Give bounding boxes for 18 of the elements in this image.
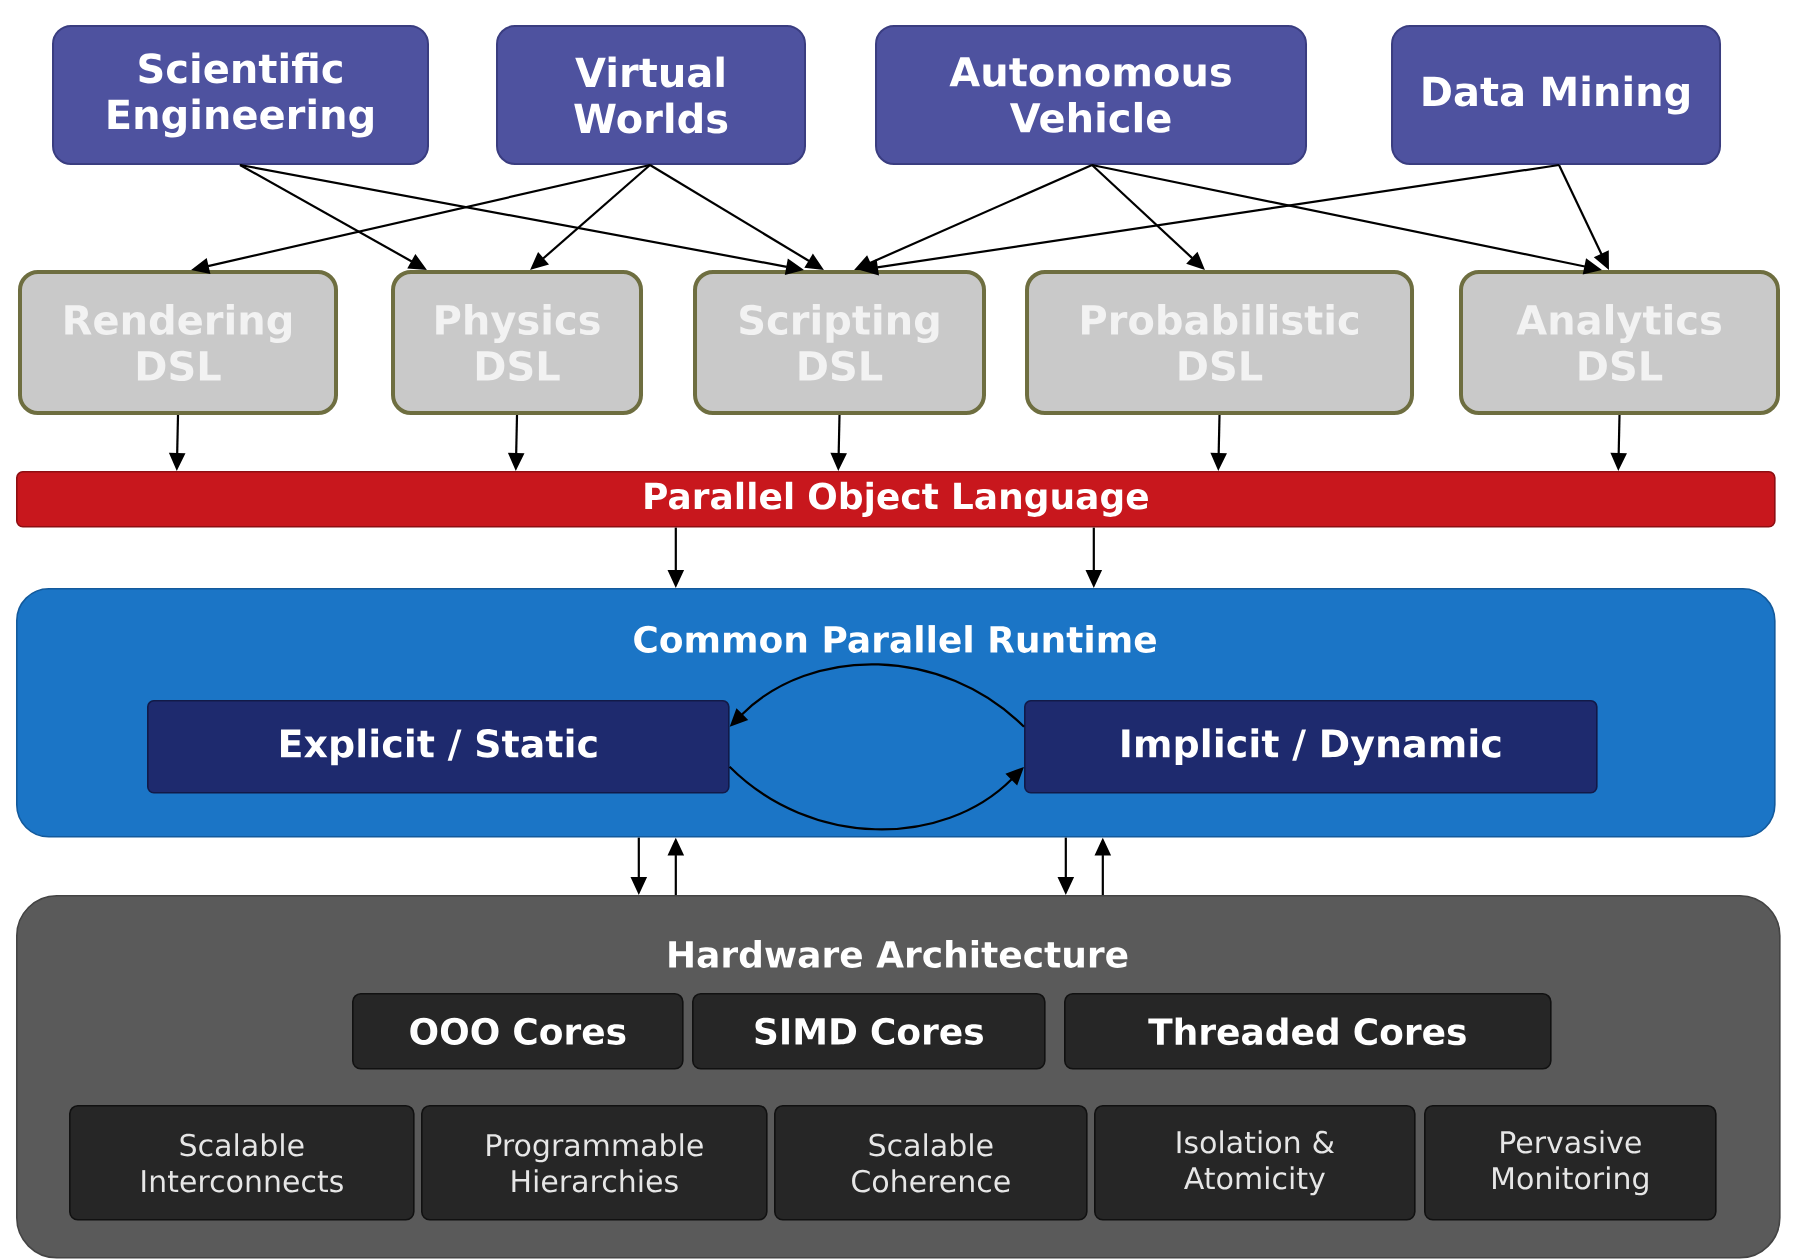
app-box: Autonomous Vehicle xyxy=(875,25,1307,165)
arrow xyxy=(1091,164,1205,270)
feature-box: Isolation & Atomicity xyxy=(1094,1105,1416,1221)
feature-box: Pervasive Monitoring xyxy=(1424,1105,1717,1221)
app-box: Virtual Worlds xyxy=(496,25,806,165)
feature-box: Scalable Interconnects xyxy=(69,1105,415,1221)
feature-box: Scalable Coherence xyxy=(774,1105,1088,1221)
core-box: OOO Cores xyxy=(352,993,684,1070)
feature-box: Programmable Hierarchies xyxy=(421,1105,768,1221)
mode-box: Explicit / Static xyxy=(147,700,730,794)
app-box: Data Mining xyxy=(1391,25,1721,165)
mode-box: Implicit / Dynamic xyxy=(1024,700,1598,794)
core-box: Threaded Cores xyxy=(1064,993,1552,1070)
arrow xyxy=(530,164,651,270)
app-box: Scientific Engineering xyxy=(52,25,429,165)
cycle-arrow xyxy=(728,766,1024,831)
core-box: SIMD Cores xyxy=(692,993,1046,1070)
language-bar: Parallel Object Language xyxy=(16,471,1776,528)
